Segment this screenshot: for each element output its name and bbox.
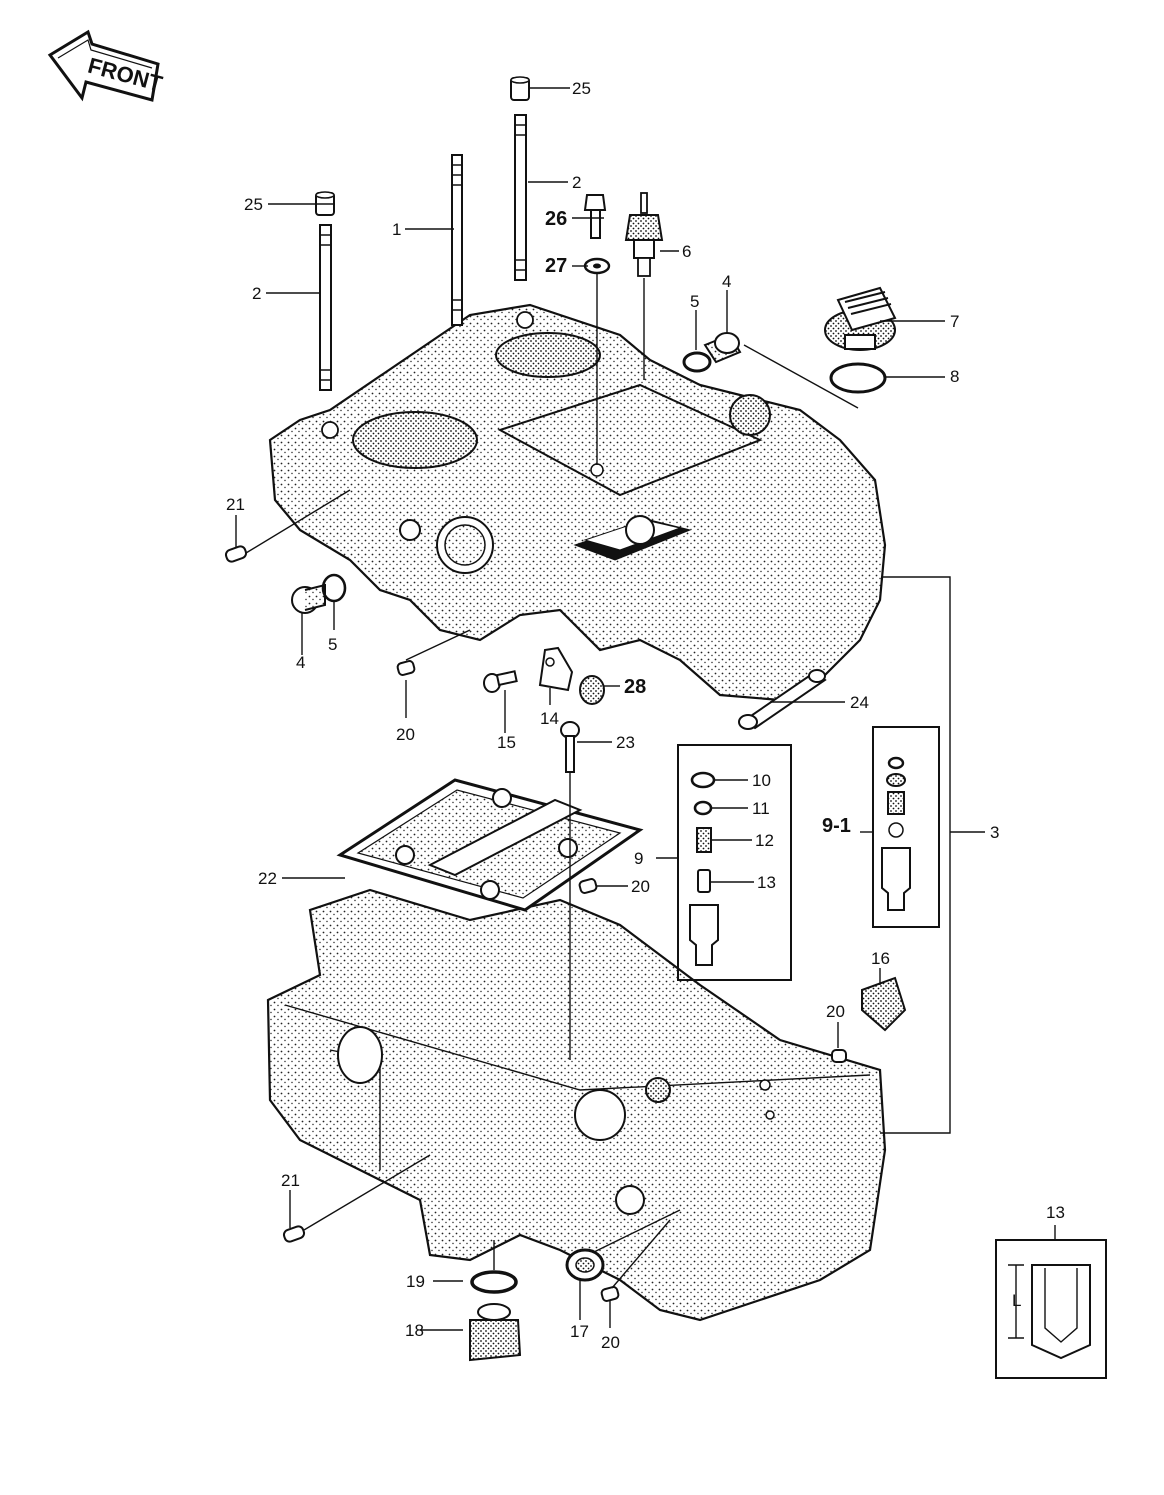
- callout-21-bottom: 21: [281, 1171, 300, 1190]
- stud-part-2-left: [319, 224, 332, 391]
- drain-plug-part-18: [469, 1303, 522, 1362]
- callout-18: 18: [405, 1321, 424, 1340]
- oil-pressure-switch-part-6: [624, 192, 664, 277]
- callout-24: 24: [850, 693, 869, 712]
- dowel-pin-part-20-right: [831, 1049, 847, 1063]
- relief-valve-group-9: [677, 744, 792, 981]
- o-ring-part-5-left: [321, 573, 347, 603]
- stud-part-1: [451, 154, 463, 326]
- callout-5-top: 5: [690, 292, 699, 311]
- plug-part-16: [861, 976, 907, 1032]
- callout-20-mid: 20: [631, 877, 650, 896]
- spring-part-12-icon: [696, 827, 712, 853]
- upper-crankcase: [268, 303, 887, 702]
- callout-25-right: 25: [572, 79, 591, 98]
- bolt-part-26: [583, 194, 607, 239]
- callout-15: 15: [497, 733, 516, 752]
- washer-part-27: [583, 257, 611, 275]
- dowel-pin-part-20-mid: [578, 878, 598, 894]
- leader-lines: [235, 87, 945, 1331]
- cap-nut-part-25-right: [510, 76, 530, 101]
- callout-3: 3: [990, 823, 999, 842]
- plug-part-4-left: [291, 583, 326, 614]
- plug-part-4-top: [703, 332, 742, 364]
- callout-16: 16: [871, 949, 890, 968]
- callout-13: 13: [757, 873, 776, 892]
- callout-22: 22: [258, 869, 277, 888]
- oil-filler-cap-part-7: [824, 286, 897, 351]
- callout-1: 1: [392, 220, 401, 239]
- dowel-pin-part-21-top: [224, 545, 248, 563]
- callout-12: 12: [755, 831, 774, 850]
- bolt-part-15: [483, 670, 518, 693]
- callout-19: 19: [406, 1272, 425, 1291]
- detail-part-13: L: [995, 1225, 1107, 1379]
- relief-valve-assy-9-1: [872, 726, 940, 928]
- o-ring-part-19: [470, 1270, 518, 1294]
- callout-8: 8: [950, 367, 959, 386]
- dowel-pin-part-20-bottom: [600, 1286, 620, 1302]
- callout-23: 23: [616, 733, 635, 752]
- callout-4-left: 4: [296, 653, 305, 672]
- callout-13-detail: 13: [1046, 1203, 1065, 1222]
- callout-10: 10: [752, 771, 771, 790]
- callout-20-top: 20: [396, 725, 415, 744]
- oil-pan-gasket-part-22: [336, 778, 644, 912]
- callout-7: 7: [950, 312, 959, 331]
- callout-2-left: 2: [252, 284, 261, 303]
- callout-20-right: 20: [826, 1002, 845, 1021]
- callout-25-left: 25: [244, 195, 263, 214]
- o-ring-part-8: [829, 362, 887, 394]
- oil-seal-part-17: [565, 1248, 605, 1282]
- part-10-icon: [690, 771, 716, 789]
- o-ring-part-5-top: [682, 351, 712, 373]
- part-11-icon: [693, 800, 713, 816]
- bolt-part-23: [560, 721, 580, 773]
- stud-part-2-right: [514, 114, 527, 281]
- callout-20-bottom: 20: [601, 1333, 620, 1352]
- callout-26: 26: [545, 208, 567, 230]
- part-3-bracket: [880, 576, 985, 1134]
- callout-27: 27: [545, 255, 567, 277]
- lower-crankcase: [266, 888, 887, 1322]
- callout-9: 9: [634, 849, 643, 868]
- plug-part-28: [579, 675, 605, 705]
- callout-28: 28: [624, 676, 646, 698]
- front-arrow-icon: FRONT: [47, 29, 166, 102]
- callout-5-left: 5: [328, 635, 337, 654]
- callout-2-right: 2: [572, 173, 581, 192]
- callout-17: 17: [570, 1322, 589, 1341]
- dimension-label-l: L: [1012, 1291, 1021, 1310]
- clamp-part-14: [538, 646, 574, 692]
- callout-11: 11: [752, 799, 770, 818]
- dowel-pin-part-20-top: [396, 660, 416, 676]
- valve-body-icon: [689, 904, 719, 966]
- callout-9-1: 9-1: [822, 815, 851, 837]
- part-13-icon: [697, 869, 711, 893]
- callout-6: 6: [682, 242, 691, 261]
- retainer-part-24: [738, 669, 827, 730]
- callout-14: 14: [540, 709, 559, 728]
- dowel-pin-part-21-bottom: [282, 1225, 306, 1243]
- callout-numbers: 25 2 1 25 2 26 27 6 4 5 7 8 21 4 5 20 15…: [226, 79, 1065, 1352]
- callout-21-top: 21: [226, 495, 245, 514]
- callout-4-top: 4: [722, 272, 731, 291]
